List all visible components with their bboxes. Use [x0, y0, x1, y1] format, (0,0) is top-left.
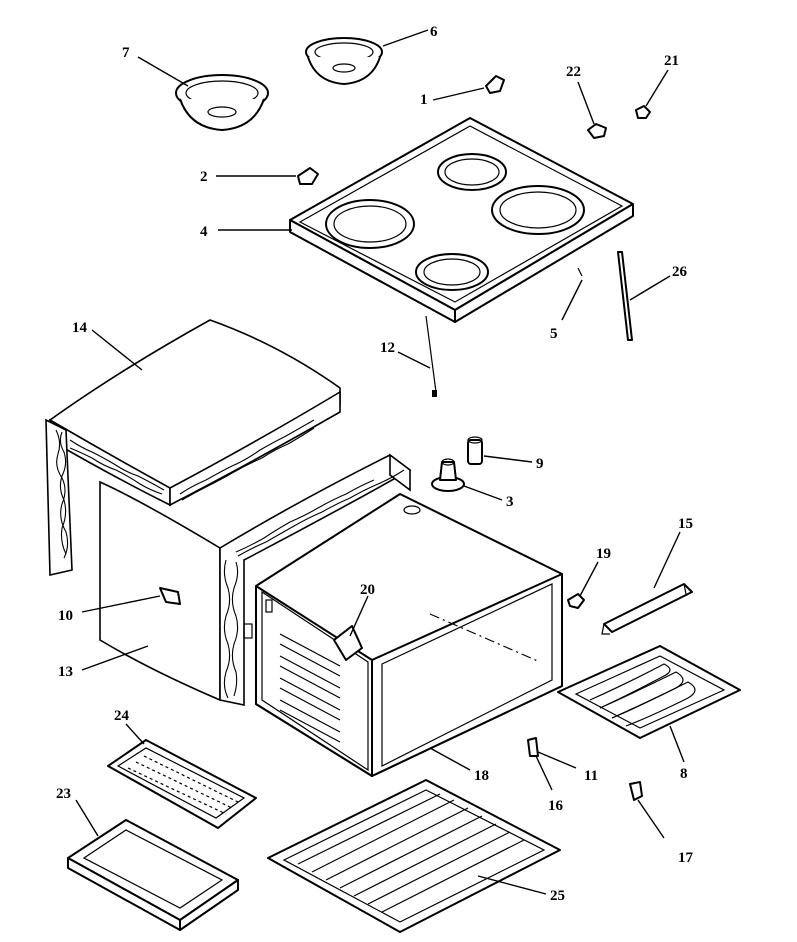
label-21: 21 — [664, 53, 679, 69]
label-17: 17 — [678, 850, 694, 866]
part-17-clip — [629, 781, 643, 801]
label-15: 15 — [678, 516, 693, 532]
label-11: 11 — [584, 768, 598, 784]
part-12-rod-end — [432, 390, 437, 397]
part-6-drip-bowl — [305, 37, 383, 85]
part-23-broiler-pan — [67, 819, 239, 931]
label-7: 7 — [122, 45, 130, 61]
part-25-oven-rack — [267, 779, 561, 933]
part-12-rod — [425, 315, 437, 393]
label-4: 4 — [200, 224, 208, 240]
label-12: 12 — [380, 340, 395, 356]
label-1: 1 — [420, 92, 428, 108]
part-3-thermostat-bulb — [431, 458, 465, 492]
label-22: 22 — [566, 64, 581, 80]
label-25: 25 — [550, 888, 565, 904]
part-15-bracket — [601, 583, 693, 635]
label-13: 13 — [58, 664, 73, 680]
part-24-broiler-grid — [107, 739, 257, 829]
label-9: 9 — [536, 456, 544, 472]
part-21-nut — [635, 105, 651, 119]
part-8-bake-element — [557, 645, 741, 739]
part-22-clip — [587, 123, 607, 139]
part-26-rod — [617, 251, 633, 341]
label-3: 3 — [506, 494, 514, 510]
part-7-drip-bowl — [175, 74, 269, 131]
part-19-clip — [567, 593, 585, 609]
label-23: 23 — [56, 786, 71, 802]
label-8: 8 — [680, 766, 688, 782]
part-4-cooktop — [289, 117, 634, 323]
part-13-side-insulation — [99, 453, 412, 706]
label-10: 10 — [58, 608, 73, 624]
label-19: 19 — [596, 546, 611, 562]
part-18-oven-cavity — [243, 493, 563, 777]
part-14-top-insulation — [45, 319, 341, 576]
label-26: 26 — [672, 264, 688, 280]
part-5-pin — [577, 267, 583, 277]
label-16: 16 — [548, 798, 564, 814]
label-18: 18 — [474, 768, 489, 784]
label-2: 2 — [200, 169, 208, 185]
label-14: 14 — [72, 320, 88, 336]
label-20: 20 — [360, 582, 375, 598]
part-10-clip — [159, 587, 181, 605]
label-5: 5 — [550, 326, 558, 342]
part-20-bracket — [333, 625, 363, 661]
part-9-spacer — [467, 436, 483, 465]
part-16-clip — [527, 737, 539, 757]
label-24: 24 — [114, 708, 130, 724]
part-1-clip — [485, 75, 505, 94]
label-6: 6 — [430, 24, 438, 40]
part-2-clip — [297, 167, 319, 185]
